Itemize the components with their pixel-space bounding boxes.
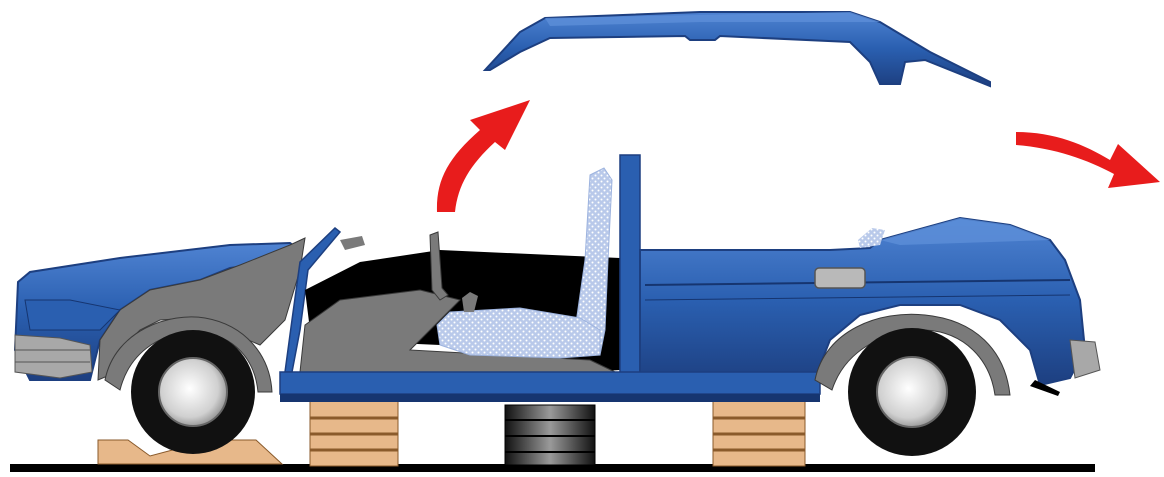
front-wheel [131, 330, 255, 454]
center-jack [505, 405, 595, 465]
rear-wheel [848, 328, 976, 456]
roof-panel [485, 12, 990, 86]
rear-support-block [713, 400, 805, 466]
curved-arrow-up-right-icon [437, 100, 530, 212]
curved-arrow-down-right-icon [1016, 132, 1160, 188]
front-support-block [310, 400, 398, 466]
door-handle [815, 268, 865, 288]
